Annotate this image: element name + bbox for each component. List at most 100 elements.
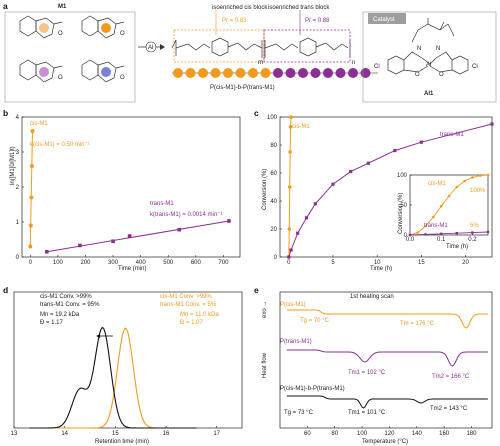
inset-cis-point — [471, 176, 474, 179]
panel-e-xtick-label: 60 — [304, 431, 311, 437]
inset-cis-point — [486, 173, 490, 177]
catalyst-structure — [387, 18, 469, 75]
panel-c-cis-point — [289, 115, 293, 119]
panel-e-xtick-label: 160 — [439, 431, 450, 437]
bead-chain — [172, 68, 378, 78]
panel-b-ytick-label: 3 — [16, 150, 20, 156]
panel-d-xtick-label: 16 — [163, 431, 170, 437]
subscript-n: n — [352, 60, 355, 66]
bead — [335, 68, 346, 78]
panel-e-title: 1st heating scan — [350, 294, 394, 300]
catalyst-header — [368, 13, 406, 24]
bead — [348, 68, 358, 78]
inset-bg — [409, 174, 489, 236]
bead — [298, 68, 308, 78]
panel-c-trans-label: trans-M1 — [440, 132, 464, 138]
inset-cis-point — [416, 231, 420, 234]
panel-d-letter: d — [3, 285, 8, 295]
svg-text:O: O — [58, 75, 63, 81]
panel-c-trans-point — [289, 248, 293, 252]
inset-cis-point — [447, 194, 451, 198]
panel-d-xtick-label: 17 — [213, 431, 220, 437]
panel-e-block-trace: P(cis-M1)-b-P(trans-M1) — [280, 386, 345, 392]
panel-c-ytick-label: 60 — [270, 171, 277, 177]
panel-c-cis-point — [287, 185, 292, 189]
panel-e-cis-curve — [286, 309, 488, 329]
catalyst-o-right: O — [439, 72, 444, 78]
panel-b-ytick-label: 1 — [16, 220, 20, 226]
panel-b-xtick-label: 700 — [218, 260, 229, 266]
inset-ytick-label: 100 — [397, 173, 408, 179]
panel-b-trans-point — [78, 243, 82, 248]
panel-e-frame — [279, 291, 493, 429]
panel-c-trans-point — [366, 161, 370, 165]
bead — [198, 68, 208, 78]
trans-block-label: isoenriched trans block — [268, 5, 330, 11]
monomer-structures: O O O O — [19, 15, 125, 83]
inset-trans-point — [424, 233, 427, 236]
panel-c-cis-point — [288, 125, 293, 129]
panel-e-block-tg: Tg = 73 °C — [284, 410, 314, 416]
bead — [285, 68, 296, 78]
inset-cis-value: 100% — [470, 188, 486, 194]
panel-e-xtick-label: 140 — [412, 431, 423, 437]
inset-trans-point — [455, 232, 458, 235]
panel-c-xtick-label: 0 — [287, 260, 291, 266]
panel-d-orange-trace — [29, 327, 197, 429]
panel-d-black-arrowhead — [96, 334, 101, 338]
panel-b-cis-fit — [29, 130, 33, 247]
panel-b-trans-point — [177, 227, 182, 232]
panel-d-xlabel: Retention time (min) — [95, 439, 149, 445]
panel-e-trans-trace: P(trans-M1) — [280, 339, 312, 345]
panel-e-ylabel: Heat flow — [262, 352, 268, 378]
panel-b-xtick-label: 400 — [136, 260, 147, 266]
panel-b-ylabel: ln([M1]0/[M1]t) — [10, 146, 16, 185]
panel-b-ytick-label: 2 — [16, 185, 20, 191]
panel-d-xtick-label: 13 — [11, 431, 18, 437]
bead — [260, 68, 271, 78]
bead — [248, 68, 258, 78]
panel-e-trans-curve — [286, 349, 488, 367]
panel-b-trans-fit — [46, 220, 230, 253]
panel-b-xtick-label: 300 — [108, 260, 119, 266]
inset-cis-point — [463, 179, 466, 183]
catalyst-box — [362, 11, 497, 103]
trans-block-bracket — [263, 29, 351, 63]
panel-e-xlabel: Temperature (°C) — [362, 439, 408, 445]
panel-b-cis-point — [30, 129, 35, 133]
inset-trans-point — [471, 231, 474, 234]
panel-c-xtick-label: 15 — [418, 260, 425, 266]
panel-b-trans-point — [227, 219, 231, 223]
inset-ytick-label: 0 — [404, 233, 408, 239]
panel-e-cis-tm: Tm = 176 °C — [400, 321, 435, 327]
panel-e-block-tm2: Tm2 = 143 °C — [430, 406, 468, 412]
panel-e-xtick-label: 180 — [466, 431, 477, 437]
catalyst-n-right: N — [436, 46, 440, 52]
cis-pr-label: Pr = 0.83 — [222, 18, 247, 24]
panel-c-trans-point — [296, 231, 300, 235]
panel-c-trans-point — [331, 182, 335, 186]
panel-e-block-curve — [286, 395, 488, 409]
catalyst-o-left: O — [415, 72, 420, 78]
svg-text:O: O — [120, 31, 125, 37]
panel-c-frame — [279, 116, 493, 258]
panel-e-letter: e — [254, 285, 259, 295]
inset-trans-point — [440, 232, 443, 235]
monomer-label: M1 — [58, 4, 67, 10]
inset-cis-point — [439, 204, 443, 208]
panel-a-letter: a — [3, 1, 8, 11]
panel-d-frame — [13, 291, 243, 429]
panel-c-trans-point — [490, 122, 494, 126]
panel-c-trans-point — [349, 170, 353, 174]
panel-b-cis-k: k(cis-M1) = 0.50 min⁻¹ — [30, 142, 90, 148]
cis-block-label: isoenriched cis block — [212, 5, 268, 11]
bead — [235, 68, 246, 78]
inset-trans-line — [409, 231, 489, 236]
bead — [210, 68, 221, 78]
inset-xtick-label: 0.2 — [468, 237, 477, 243]
panel-b-ytick-label: 0 — [16, 255, 20, 261]
panel-b-ytick-label: 4 — [16, 115, 20, 121]
